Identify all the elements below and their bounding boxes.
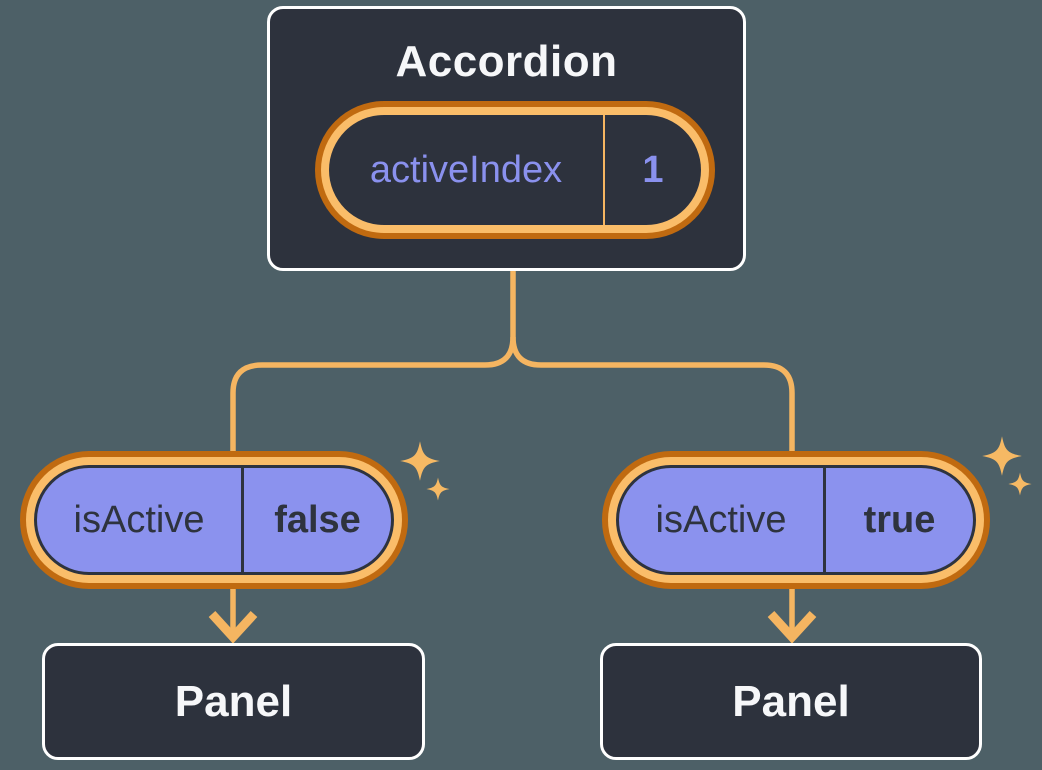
prop-name-label: isActive <box>73 498 205 541</box>
sparkle-icon <box>426 477 450 501</box>
state-pill-core: activeIndex 1 <box>329 115 701 225</box>
tree-branch-right <box>510 336 795 452</box>
state-pill-outer-ring: activeIndex 1 <box>315 101 715 239</box>
sparkle-icon <box>400 441 440 481</box>
state-pill-activeindex: activeIndex 1 <box>315 101 715 239</box>
accordion-component-box: Accordion activeIndex 1 <box>267 6 746 271</box>
prop-pill-inner-ring: isActive true <box>608 457 984 583</box>
prop-pill-core: isActive false <box>34 465 394 575</box>
panel-title: Panel <box>174 676 293 726</box>
panel-component-box-left: Panel <box>42 643 425 760</box>
prop-value: false <box>274 498 361 541</box>
state-pill-inner-ring: activeIndex 1 <box>321 107 709 233</box>
arrow-down-icon <box>767 610 817 644</box>
state-pill-divider <box>603 115 605 225</box>
panel-title: Panel <box>732 676 850 726</box>
sparkle-icon <box>1008 472 1032 496</box>
prop-value: true <box>863 498 936 541</box>
prop-pill-outer-ring: isActive true <box>602 451 990 589</box>
arrow-down-icon <box>208 610 258 644</box>
accordion-title: Accordion <box>395 37 618 86</box>
prop-pill-isactive-false: isActive false <box>20 451 408 589</box>
panel-component-box-right: Panel <box>600 643 982 760</box>
prop-name-label: isActive <box>655 498 787 541</box>
prop-pill-inner-ring: isActive false <box>26 457 402 583</box>
state-name-label: activeIndex <box>369 148 563 191</box>
sparkle-icon <box>982 436 1022 476</box>
prop-pill-isactive-true: isActive true <box>602 451 990 589</box>
tree-branch-left <box>230 271 516 452</box>
prop-pill-divider <box>241 468 244 572</box>
prop-pill-core: isActive true <box>616 465 976 575</box>
prop-pill-outer-ring: isActive false <box>20 451 408 589</box>
state-value: 1 <box>642 148 664 191</box>
prop-pill-divider <box>823 468 826 572</box>
